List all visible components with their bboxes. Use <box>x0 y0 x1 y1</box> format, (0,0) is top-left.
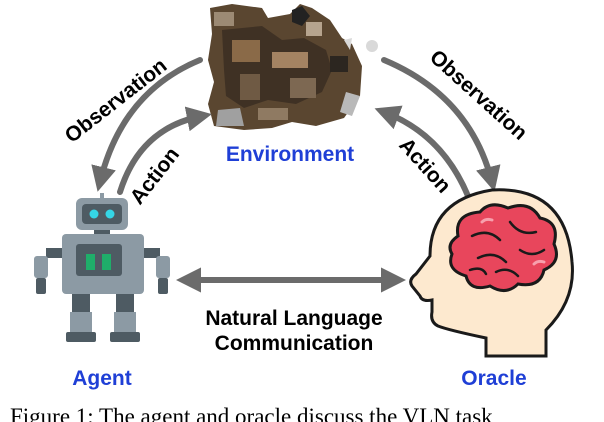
action-arrow-left <box>117 106 212 195</box>
action-arrow-right <box>374 105 471 199</box>
action-label-right: Action <box>394 134 455 198</box>
communication-label-line1: Natural Language <box>205 307 382 330</box>
robot-icon <box>34 193 170 342</box>
communication-label-line2: Communication <box>215 332 374 355</box>
figure-caption: Figure 1: The agent and oracle discuss t… <box>10 404 493 422</box>
action-label-left: Action <box>126 143 184 209</box>
human-head-brain-icon <box>409 188 574 358</box>
arrows <box>91 57 501 293</box>
observation-arrow-right <box>381 57 501 192</box>
observation-arrow-left <box>91 57 203 192</box>
agent-label: Agent <box>72 367 132 390</box>
environment-floorplan-image <box>208 4 378 130</box>
environment-label: Environment <box>226 143 354 166</box>
oracle-label: Oracle <box>461 367 526 390</box>
